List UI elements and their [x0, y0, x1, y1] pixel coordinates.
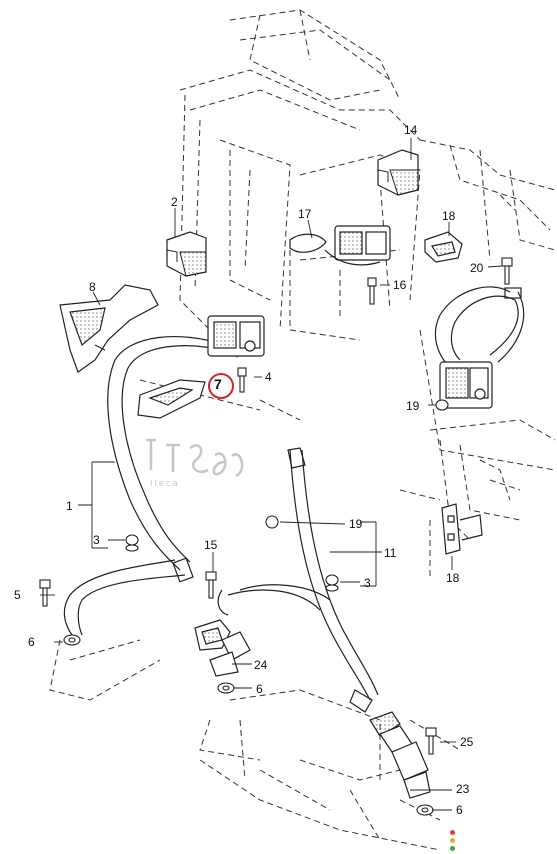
washers	[63, 399, 449, 816]
highlight-ring	[208, 373, 234, 399]
buckle-24	[194, 619, 251, 677]
callout-6-bottom[interactable]: 6	[456, 803, 463, 817]
part-18-bracket	[441, 503, 483, 555]
part-2-cover	[166, 231, 207, 277]
callout-14[interactable]: 16	[393, 278, 407, 292]
right-belt-webbing	[434, 286, 525, 366]
bolts	[39, 257, 513, 755]
callout-17[interactable]: 18	[442, 209, 456, 223]
left-belt-webbing	[63, 336, 231, 636]
callout-19[interactable]: 19	[349, 517, 363, 531]
callout-16[interactable]: 17	[298, 207, 312, 221]
callout-23[interactable]: 23	[456, 782, 470, 796]
callout-8[interactable]: 8	[89, 280, 96, 294]
watermark	[146, 438, 244, 478]
leader-lines	[40, 138, 503, 811]
buckle-23	[369, 711, 431, 799]
callout-6-left[interactable]: 6	[28, 635, 35, 649]
callout-5[interactable]: 5	[14, 588, 21, 602]
part-12-cover	[377, 149, 419, 196]
indicator-dot-red	[450, 830, 455, 835]
callout-1[interactable]: 1	[66, 499, 73, 513]
callout-13[interactable]: 15	[204, 538, 218, 552]
callout-4[interactable]: 4	[265, 370, 272, 384]
left-retractor	[207, 315, 265, 357]
center-belt-webbing	[217, 447, 379, 713]
body-structure-outline	[49, 9, 556, 851]
indicator-dot-orange	[450, 838, 455, 843]
indicator-dot-green	[450, 846, 455, 851]
callout-12[interactable]: 14	[404, 123, 418, 137]
callout-24[interactable]: 24	[254, 658, 268, 672]
callout-7[interactable]: 7	[214, 376, 222, 392]
part-17-guide	[424, 231, 463, 263]
callout-6-middle[interactable]: 6	[256, 682, 263, 696]
callout-11[interactable]: 11	[384, 546, 397, 560]
shoulder-anchor	[137, 379, 206, 419]
part-8-trim	[59, 284, 159, 373]
callout-25[interactable]: 25	[460, 735, 474, 749]
callout-2[interactable]: 2	[171, 195, 178, 209]
callout-3-left[interactable]: 3	[93, 533, 100, 547]
watermark-text: Iteca	[150, 478, 180, 488]
callout-3-right[interactable]: 3	[364, 576, 371, 590]
right-retractor	[439, 361, 493, 409]
callout-18[interactable]: 18	[446, 571, 460, 585]
part-16-retractor	[289, 225, 391, 266]
callout-15[interactable]: 19	[406, 399, 420, 413]
callout-20[interactable]: 20	[470, 261, 484, 275]
